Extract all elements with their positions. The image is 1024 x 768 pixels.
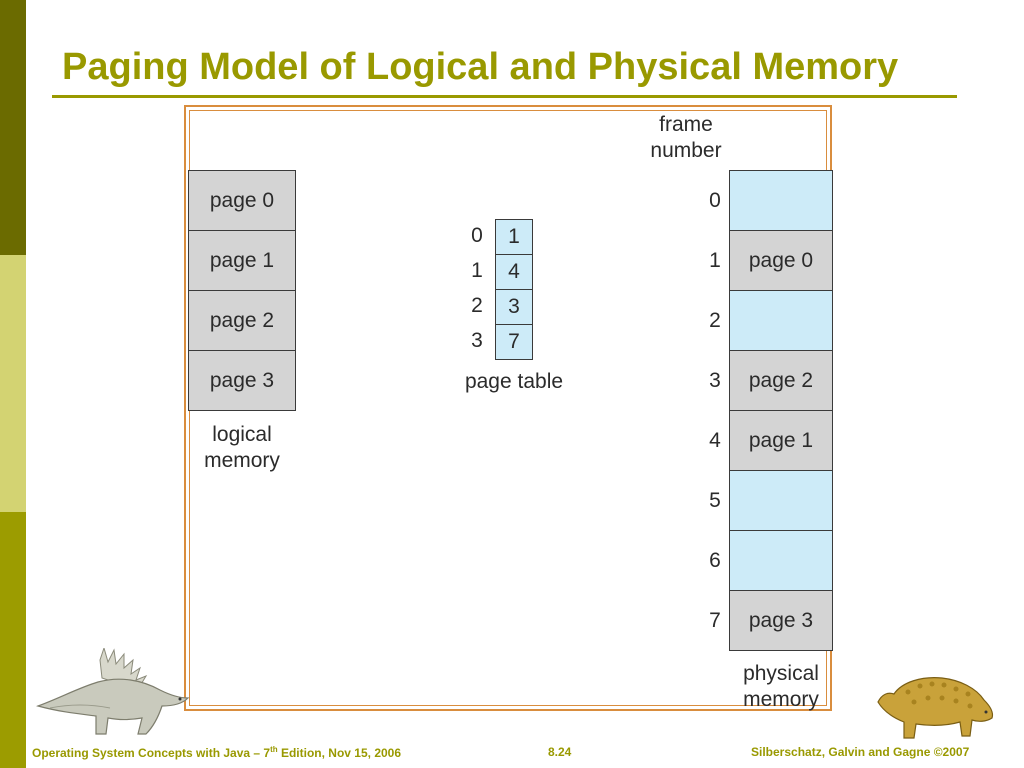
frame-number-header-line1: frame <box>659 113 713 136</box>
footer-book-title-suffix: Edition, Nov 15, 2006 <box>277 746 402 760</box>
frame-number-header: frame number <box>636 112 736 164</box>
physical-frame-0 <box>729 170 833 231</box>
logical-memory-label-line1: logical <box>212 423 272 446</box>
page-table-index-0: 0 <box>471 224 483 247</box>
frame-number-6: 6 <box>709 549 721 572</box>
side-bar-bottom <box>0 512 26 768</box>
page-table: 1 4 3 7 <box>495 219 533 360</box>
side-bar-middle <box>0 255 26 512</box>
page-table-index-2: 2 <box>471 294 483 317</box>
title-underline <box>52 95 957 98</box>
frame-number-0: 0 <box>709 189 721 212</box>
physical-frame-4: page 1 <box>729 411 833 471</box>
frame-number-1: 1 <box>709 249 721 272</box>
physical-frame-6 <box>729 531 833 591</box>
frame-number-2: 2 <box>709 309 721 332</box>
page-table-entry-1: 4 <box>495 255 533 290</box>
page-table-entry-2: 3 <box>495 290 533 325</box>
physical-frame-5 <box>729 471 833 531</box>
frame-number-5: 5 <box>709 489 721 512</box>
physical-memory-label-line1: physical <box>743 662 819 685</box>
page-table-index-3: 3 <box>471 329 483 352</box>
frame-number-3: 3 <box>709 369 721 392</box>
page-table-index-1: 1 <box>471 259 483 282</box>
slide-title: Paging Model of Logical and Physical Mem… <box>62 46 899 88</box>
physical-memory-label: physical memory <box>729 661 833 713</box>
logical-page-0: page 0 <box>188 170 296 231</box>
physical-frame-2 <box>729 291 833 351</box>
footer-copyright: Silberschatz, Galvin and Gagne ©2007 <box>751 745 970 759</box>
logical-memory-label: logical memory <box>188 422 296 474</box>
stegosaurus-icon <box>36 648 190 735</box>
footer-book-title: Operating System Concepts with Java – 7t… <box>32 745 401 760</box>
page-table-label: page table <box>464 370 564 393</box>
logical-memory-column: page 0 page 1 page 2 page 3 <box>188 170 296 411</box>
frame-number-header-line2: number <box>650 139 722 162</box>
physical-frame-3: page 2 <box>729 351 833 411</box>
page-table-entry-0: 1 <box>495 219 533 255</box>
logical-page-2: page 2 <box>188 291 296 351</box>
physical-frame-7: page 3 <box>729 591 833 651</box>
logical-page-3: page 3 <box>188 351 296 411</box>
page-table-entry-3: 7 <box>495 325 533 360</box>
frame-number-4: 4 <box>709 429 721 452</box>
footer-book-title-sup: th <box>270 745 278 754</box>
physical-memory-label-line2: memory <box>743 688 819 711</box>
footer-slide-number: 8.24 <box>548 745 572 759</box>
logical-page-1: page 1 <box>188 231 296 291</box>
side-bar-top <box>0 0 26 255</box>
frame-number-7: 7 <box>709 609 721 632</box>
footer-book-title-prefix: Operating System Concepts with Java – 7 <box>32 746 271 760</box>
physical-frame-1: page 0 <box>729 231 833 291</box>
physical-memory-column: page 0 page 2 page 1 page 3 <box>729 170 833 651</box>
logical-memory-label-line2: memory <box>204 449 280 472</box>
ankylosaurus-icon <box>877 677 994 739</box>
